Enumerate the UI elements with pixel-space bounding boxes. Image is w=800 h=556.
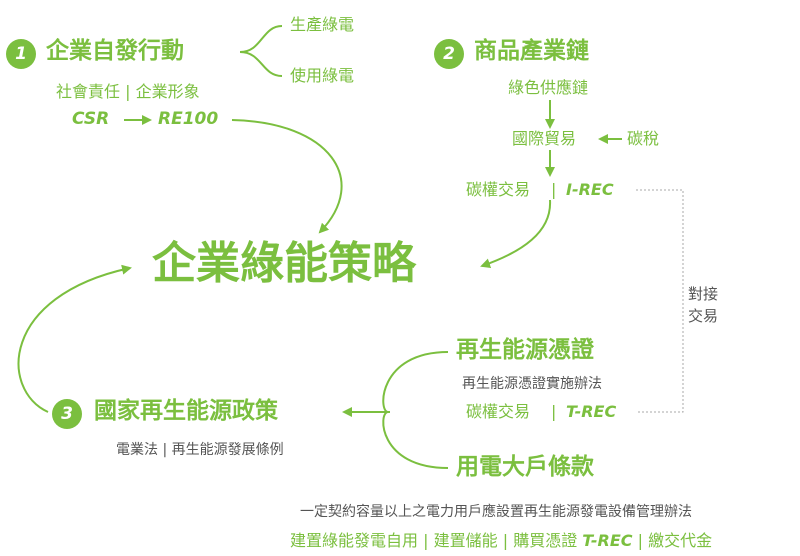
- option-pay-fee: 繳交代金: [648, 531, 713, 550]
- option-t-rec: T-REC: [582, 531, 633, 550]
- link-label: 對接 交易: [688, 283, 718, 327]
- green-supply-chain-label: 綠色供應鏈: [508, 78, 589, 97]
- section2-to-center-arrow: [480, 199, 552, 269]
- section3-to-center-arrow: [17, 264, 132, 413]
- branch-bracket-1: [239, 25, 283, 53]
- international-trade-label: 國際貿易: [512, 129, 577, 148]
- carbon-trading-label-1: 碳權交易: [466, 180, 531, 199]
- dotted-link: [636, 189, 684, 413]
- large-user-options: 建置綠能發電自用 | 建置儲能 | 購買憑證 T-REC | 繳交代金: [290, 533, 712, 549]
- section2-number-badge: 2: [434, 39, 464, 69]
- option-separator: |: [502, 531, 514, 550]
- rec-regulation-note: 再生能源憑證實施辦法: [462, 376, 602, 392]
- section1-to-center-arrow: [231, 119, 343, 234]
- option-buy-certificates: 購買憑證: [513, 531, 578, 550]
- branch-produce-green-power: 生產綠電: [290, 15, 355, 34]
- csr-label: CSR: [72, 109, 110, 129]
- carbon-trading-label-2: 碳權交易: [466, 402, 531, 421]
- branch-use-green-power: 使用綠電: [290, 66, 355, 85]
- re100-label: RE100: [158, 109, 219, 129]
- section1-number: 1: [15, 44, 27, 64]
- branch-bracket-3a: [382, 351, 449, 413]
- section3-number-badge: 3: [52, 399, 82, 429]
- t-rec-label: T-REC: [566, 402, 617, 421]
- separator-2: |: [551, 402, 557, 421]
- section3-subtitle: 電業法 | 再生能源發展條例: [116, 442, 284, 458]
- link-label-line-1: 對接: [688, 285, 719, 303]
- section3-title: 國家再生能源政策: [94, 398, 278, 424]
- large-user-regulation-note: 一定契約容量以上之電力用戶應設置再生能源發電設備管理辦法: [300, 504, 692, 520]
- carbon-tax-label: 碳稅: [627, 129, 660, 148]
- option-self-generation: 建置綠能發電自用: [290, 531, 419, 550]
- section1-number-badge: 1: [6, 39, 36, 69]
- section3-number: 3: [61, 404, 73, 424]
- option-energy-storage: 建置儲能: [433, 531, 498, 550]
- section2-title: 商品產業鏈: [474, 38, 589, 64]
- i-rec-label: I-REC: [566, 180, 614, 199]
- separator-1: |: [551, 180, 557, 199]
- option-separator: |: [637, 531, 649, 550]
- rec-title: 再生能源憑證: [456, 337, 594, 363]
- branch-bracket-3b: [382, 411, 449, 469]
- section2-number: 2: [443, 44, 455, 64]
- section1-title: 企業自發行動: [46, 38, 184, 64]
- link-label-line-2: 交易: [688, 307, 719, 325]
- large-user-clause-title: 用電大戶條款: [456, 454, 594, 480]
- branch-bracket-2: [239, 51, 283, 77]
- section1-subtitle: 社會責任 | 企業形象: [56, 82, 200, 101]
- option-separator: |: [423, 531, 434, 550]
- center-title: 企業綠能策略: [152, 238, 416, 289]
